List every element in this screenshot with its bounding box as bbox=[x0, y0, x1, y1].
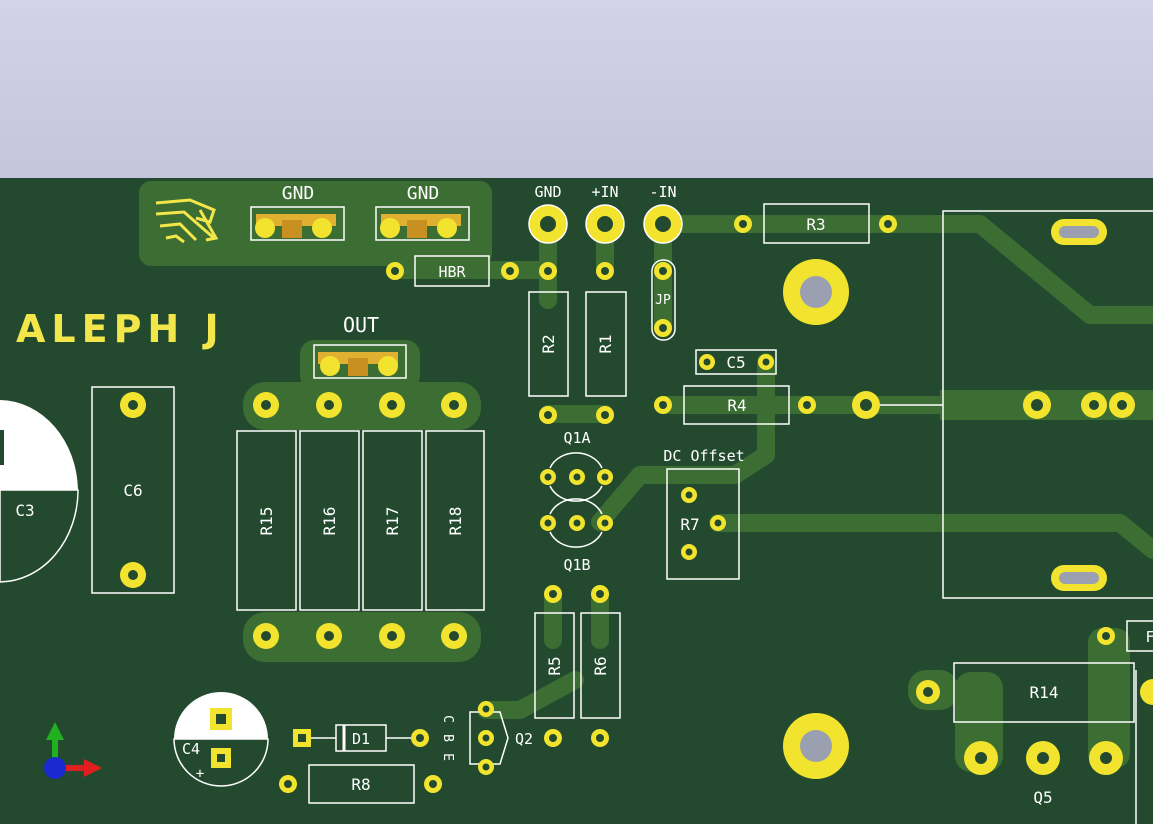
logo-mark bbox=[155, 198, 219, 244]
jp-label: JP bbox=[655, 293, 671, 308]
resistor-r14[interactable]: R14 bbox=[916, 662, 1135, 723]
c5-label: C5 bbox=[726, 353, 745, 372]
hbr-label: HBR bbox=[438, 263, 466, 281]
q2-pin-c: C bbox=[440, 715, 455, 723]
resistor-partial-right[interactable]: F bbox=[1097, 620, 1153, 652]
gnd-right-label: GND bbox=[407, 183, 440, 204]
x-axis-head bbox=[84, 759, 102, 777]
transistor-q1b[interactable]: Q1B bbox=[540, 498, 613, 574]
heatsink-footprint[interactable] bbox=[852, 210, 1153, 599]
r6-label: R6 bbox=[591, 656, 610, 675]
r14-label: R14 bbox=[1030, 683, 1059, 702]
r1-label: R1 bbox=[596, 334, 615, 353]
resistor-r6[interactable]: R6 bbox=[580, 585, 621, 747]
r8-label: R8 bbox=[351, 775, 370, 794]
in-minus-label: -IN bbox=[649, 183, 676, 201]
resistor-r8[interactable]: R8 bbox=[279, 764, 442, 804]
diode-d1[interactable]: D1 bbox=[293, 724, 429, 752]
transistor-q1a[interactable]: Q1A bbox=[540, 429, 613, 502]
c3-label: C3 bbox=[15, 501, 34, 520]
partial-right-label: F bbox=[1145, 628, 1153, 646]
mounting-holes bbox=[783, 259, 849, 779]
resistor-hbr[interactable]: HBR bbox=[386, 255, 519, 287]
q5-label: Q5 bbox=[1033, 788, 1052, 807]
capacitor-c5[interactable]: C5 bbox=[695, 349, 777, 375]
r18-label: R18 bbox=[446, 507, 465, 536]
gnd-left-label: GND bbox=[282, 183, 315, 204]
r3-label: R3 bbox=[806, 215, 825, 234]
r15-label: R15 bbox=[257, 507, 276, 536]
dc-offset-label: DC Offset bbox=[663, 447, 744, 465]
resistor-r5[interactable]: R5 bbox=[534, 585, 575, 747]
out-label: OUT bbox=[343, 313, 379, 337]
d1-label: D1 bbox=[352, 730, 370, 748]
resistor-r3[interactable]: R3 bbox=[734, 203, 897, 244]
q2-label: Q2 bbox=[515, 730, 533, 748]
r16-label: R16 bbox=[320, 507, 339, 536]
resistor-r4[interactable]: R4 bbox=[654, 385, 816, 425]
q2-pin-e: E bbox=[440, 753, 455, 761]
r4-label: R4 bbox=[727, 396, 746, 415]
q1b-label: Q1B bbox=[563, 556, 590, 574]
jumper-jp[interactable]: JP bbox=[651, 259, 676, 341]
r5-label: R5 bbox=[545, 656, 564, 675]
board-title: ALEPH J bbox=[16, 307, 225, 351]
capacitor-c6[interactable]: C6 bbox=[91, 386, 175, 594]
capacitor-c3[interactable]: C3 bbox=[0, 400, 79, 583]
r7-label: R7 bbox=[680, 515, 699, 534]
y-axis-head bbox=[46, 722, 64, 740]
in-plus-label: +IN bbox=[591, 183, 618, 201]
capacitor-c4[interactable]: C4 + bbox=[173, 692, 269, 787]
q2-pin-b: B bbox=[440, 734, 455, 742]
trimmer-r7[interactable]: R7 bbox=[666, 468, 740, 580]
z-axis-dot bbox=[44, 757, 66, 779]
terminal-gnd-left[interactable] bbox=[250, 206, 345, 241]
transistor-q5[interactable]: Q5 bbox=[964, 670, 1153, 824]
terminal-out[interactable] bbox=[313, 344, 407, 379]
transistor-q2[interactable]: C B E Q2 bbox=[440, 701, 533, 775]
r17-label: R17 bbox=[383, 507, 402, 536]
resistor-r1[interactable]: R1 bbox=[585, 262, 627, 424]
resistor-bank[interactable]: R15 R16 R17 R18 bbox=[236, 392, 485, 649]
q1a-label: Q1A bbox=[563, 429, 590, 447]
c4-label: C4 bbox=[182, 740, 200, 758]
input-pads[interactable] bbox=[528, 204, 683, 244]
viewer-background bbox=[0, 0, 1153, 180]
r2-label: R2 bbox=[539, 334, 558, 353]
c6-label: C6 bbox=[123, 481, 142, 500]
resistor-r2[interactable]: R2 bbox=[528, 262, 569, 424]
in-gnd-label: GND bbox=[534, 183, 561, 201]
axes-gizmo[interactable] bbox=[44, 722, 102, 779]
c4-polarity: + bbox=[196, 766, 204, 782]
terminal-gnd-right[interactable] bbox=[375, 206, 470, 241]
